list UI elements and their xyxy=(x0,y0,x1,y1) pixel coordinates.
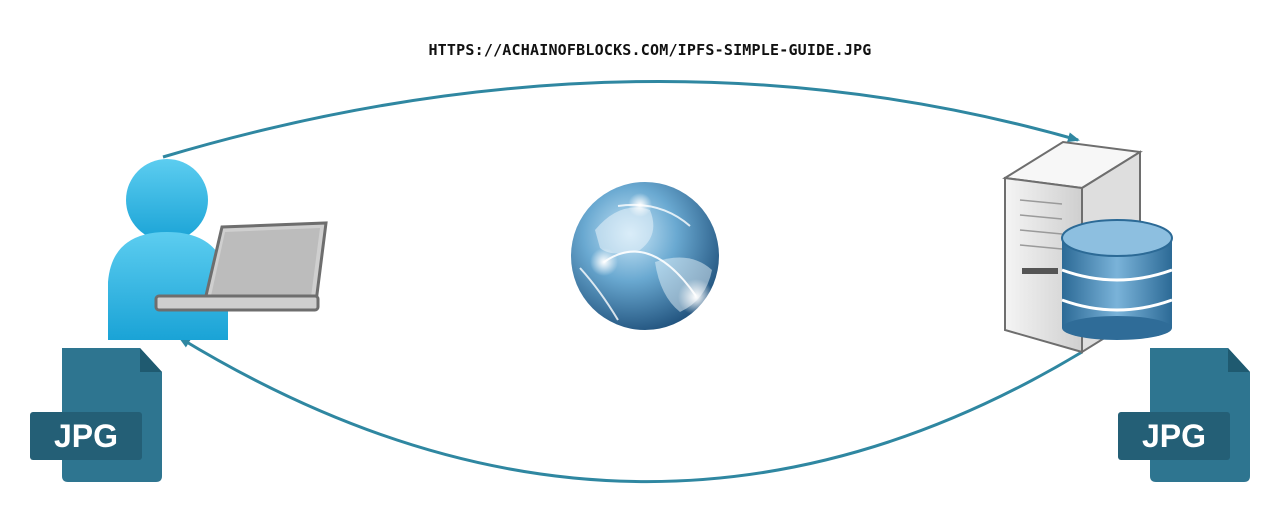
globe-icon xyxy=(571,182,719,330)
user-with-laptop-icon xyxy=(108,159,328,340)
request-arrow xyxy=(162,80,1080,159)
request-url-label: HTTPS://ACHAINOFBLOCKS.COM/IPFS-SIMPLE-G… xyxy=(428,41,872,59)
client-jpg-file-icon xyxy=(30,348,162,482)
client-file-label: JPG xyxy=(53,418,119,454)
server-jpg-file-icon xyxy=(1118,348,1250,482)
response-arrow xyxy=(178,336,1083,483)
server-database-icon xyxy=(1002,140,1173,354)
server-file-label: JPG xyxy=(1141,418,1207,454)
